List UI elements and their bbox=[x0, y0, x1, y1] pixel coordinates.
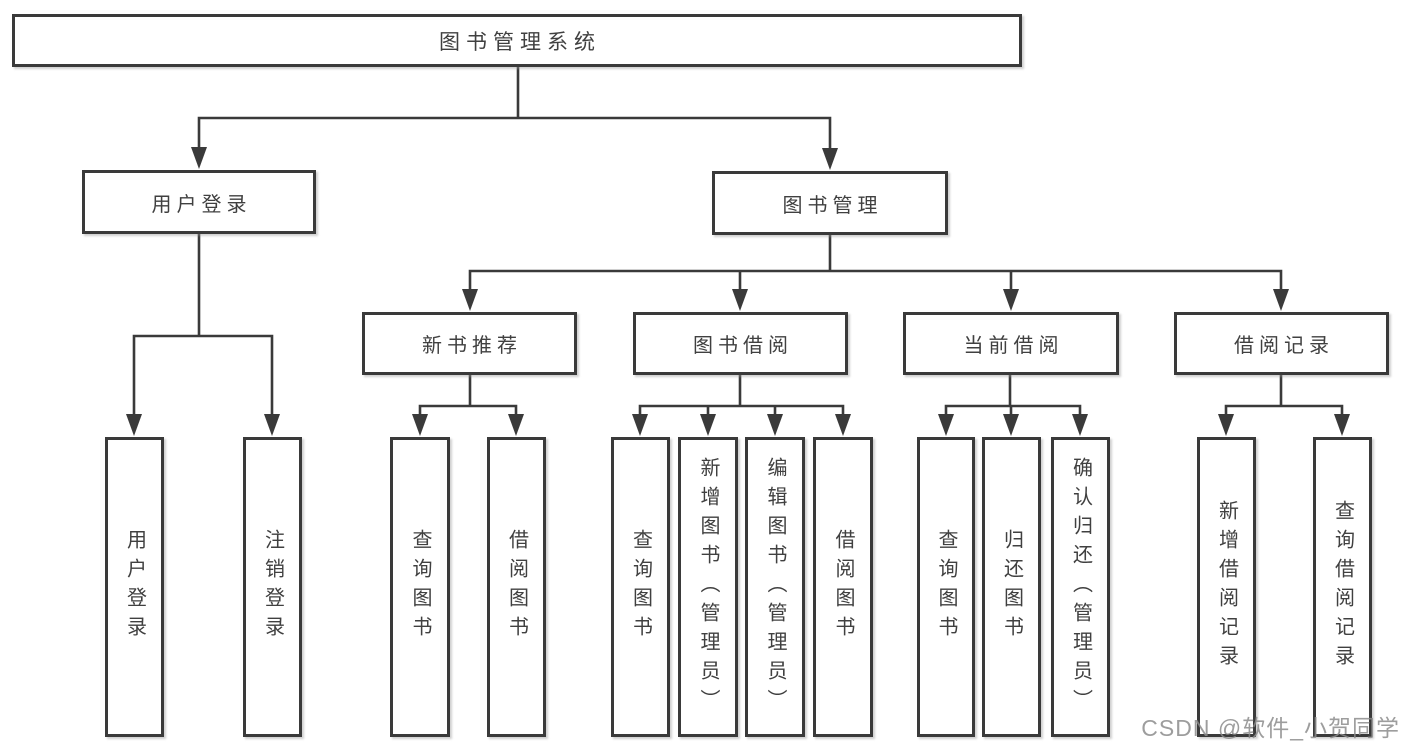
leaf-user-login-label: 用户登录 bbox=[123, 529, 146, 645]
node-borrow-records: 借阅记录 bbox=[1174, 312, 1389, 375]
leaf-query-borrow-record-label: 查询借阅记录 bbox=[1331, 500, 1354, 674]
node-book-borrow: 图书借阅 bbox=[633, 312, 848, 375]
leaf-add-borrow-record: 新增借阅记录 bbox=[1197, 437, 1256, 737]
leaf-logout-label: 注销登录 bbox=[261, 529, 284, 645]
node-new-book-rec: 新书推荐 bbox=[362, 312, 577, 375]
leaf-newrec-query-books: 查询图书 bbox=[390, 437, 450, 737]
leaf-current-query-books-label: 查询图书 bbox=[935, 529, 957, 645]
node-book-mgmt: 图书管理 bbox=[712, 171, 948, 235]
leaf-confirm-return-admin-label: 确认归还（管理员） bbox=[1069, 456, 1092, 718]
leaf-add-books-admin: 新增图书（管理员） bbox=[678, 437, 738, 737]
leaf-edit-books-admin: 编辑图书（管理员） bbox=[745, 437, 805, 737]
leaf-borrow-borrow-books: 借阅图书 bbox=[813, 437, 873, 737]
node-book-mgmt-label: 图书管理 bbox=[782, 194, 883, 217]
node-current-borrow: 当前借阅 bbox=[903, 312, 1119, 375]
leaf-confirm-return-admin: 确认归还（管理员） bbox=[1051, 437, 1110, 737]
leaf-borrow-borrow-books-label: 借阅图书 bbox=[832, 529, 854, 645]
node-book-borrow-label: 图书借阅 bbox=[693, 335, 793, 357]
leaf-query-borrow-record: 查询借阅记录 bbox=[1313, 437, 1372, 737]
leaf-newrec-borrow-books: 借阅图书 bbox=[487, 437, 546, 737]
leaf-return-books: 归还图书 bbox=[982, 437, 1041, 737]
node-user-login-label: 用户登录 bbox=[151, 193, 252, 216]
leaf-add-books-admin-label: 新增图书（管理员） bbox=[697, 456, 719, 718]
csdn-watermark: CSDN @软件_小贺同学 bbox=[1141, 715, 1400, 741]
leaf-newrec-borrow-books-label: 借阅图书 bbox=[505, 529, 528, 645]
leaf-borrow-query-books-label: 查询图书 bbox=[629, 529, 652, 645]
leaf-borrow-query-books: 查询图书 bbox=[611, 437, 670, 737]
leaf-newrec-query-books-label: 查询图书 bbox=[409, 529, 431, 645]
leaf-add-borrow-record-label: 新增借阅记录 bbox=[1215, 500, 1238, 674]
node-root: 图书管理系统 bbox=[12, 14, 1022, 67]
node-root-label: 图书管理系统 bbox=[439, 30, 601, 54]
leaf-return-books-label: 归还图书 bbox=[1000, 529, 1023, 645]
leaf-user-login: 用户登录 bbox=[105, 437, 164, 737]
node-borrow-records-label: 借阅记录 bbox=[1234, 335, 1334, 357]
node-new-book-rec-label: 新书推荐 bbox=[422, 335, 522, 357]
leaf-edit-books-admin-label: 编辑图书（管理员） bbox=[764, 456, 786, 718]
node-current-borrow-label: 当前借阅 bbox=[963, 335, 1064, 357]
node-user-login: 用户登录 bbox=[82, 170, 316, 234]
leaf-logout: 注销登录 bbox=[243, 437, 302, 737]
leaf-current-query-books: 查询图书 bbox=[917, 437, 975, 737]
